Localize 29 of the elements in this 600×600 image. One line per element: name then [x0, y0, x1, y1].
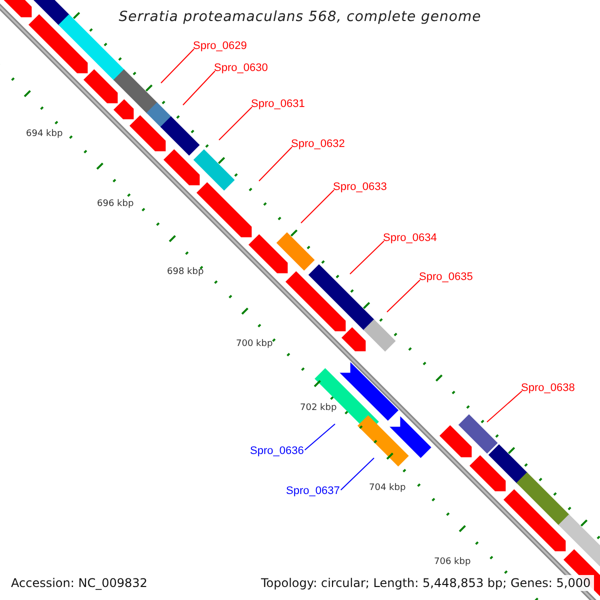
leader-line [300, 190, 334, 224]
gene-label: Spro_0631 [251, 98, 305, 110]
gene-label: Spro_0636 [250, 445, 304, 457]
leader-line [182, 70, 216, 106]
scale-label: 700 kbp [236, 339, 273, 349]
gene-label: Spro_0635 [419, 271, 473, 283]
genome-info-text: Topology: circular; Length: 5,448,853 bp; Genes: 5,000 [258, 575, 594, 591]
gene-label: Spro_0629 [193, 40, 247, 52]
leader-line [304, 424, 336, 450]
gene-label: Spro_0633 [333, 181, 387, 193]
scale-label: 694 kbp [26, 129, 63, 139]
gene-label: Spro_0638 [521, 382, 575, 394]
leader-line [340, 458, 374, 490]
scale-label: 702 kbp [300, 403, 337, 413]
leader-line [160, 48, 194, 84]
leader-line [350, 240, 384, 274]
diagram-title: Serratia proteamaculans 568, complete genome [118, 9, 482, 25]
leader-line [386, 280, 420, 312]
scale-label: 696 kbp [97, 199, 134, 209]
gene-label: Spro_0630 [214, 62, 268, 74]
scale-label: 698 kbp [167, 267, 204, 277]
leader-line [486, 390, 522, 422]
gene-label: Spro_0637 [286, 485, 340, 497]
leader-line [218, 106, 252, 140]
gene-label: Spro_0632 [291, 138, 345, 150]
leader-line [258, 146, 292, 182]
gene-label: Spro_0634 [383, 232, 437, 244]
scale-label: 704 kbp [369, 483, 406, 493]
scale-label: 706 kbp [434, 557, 471, 567]
